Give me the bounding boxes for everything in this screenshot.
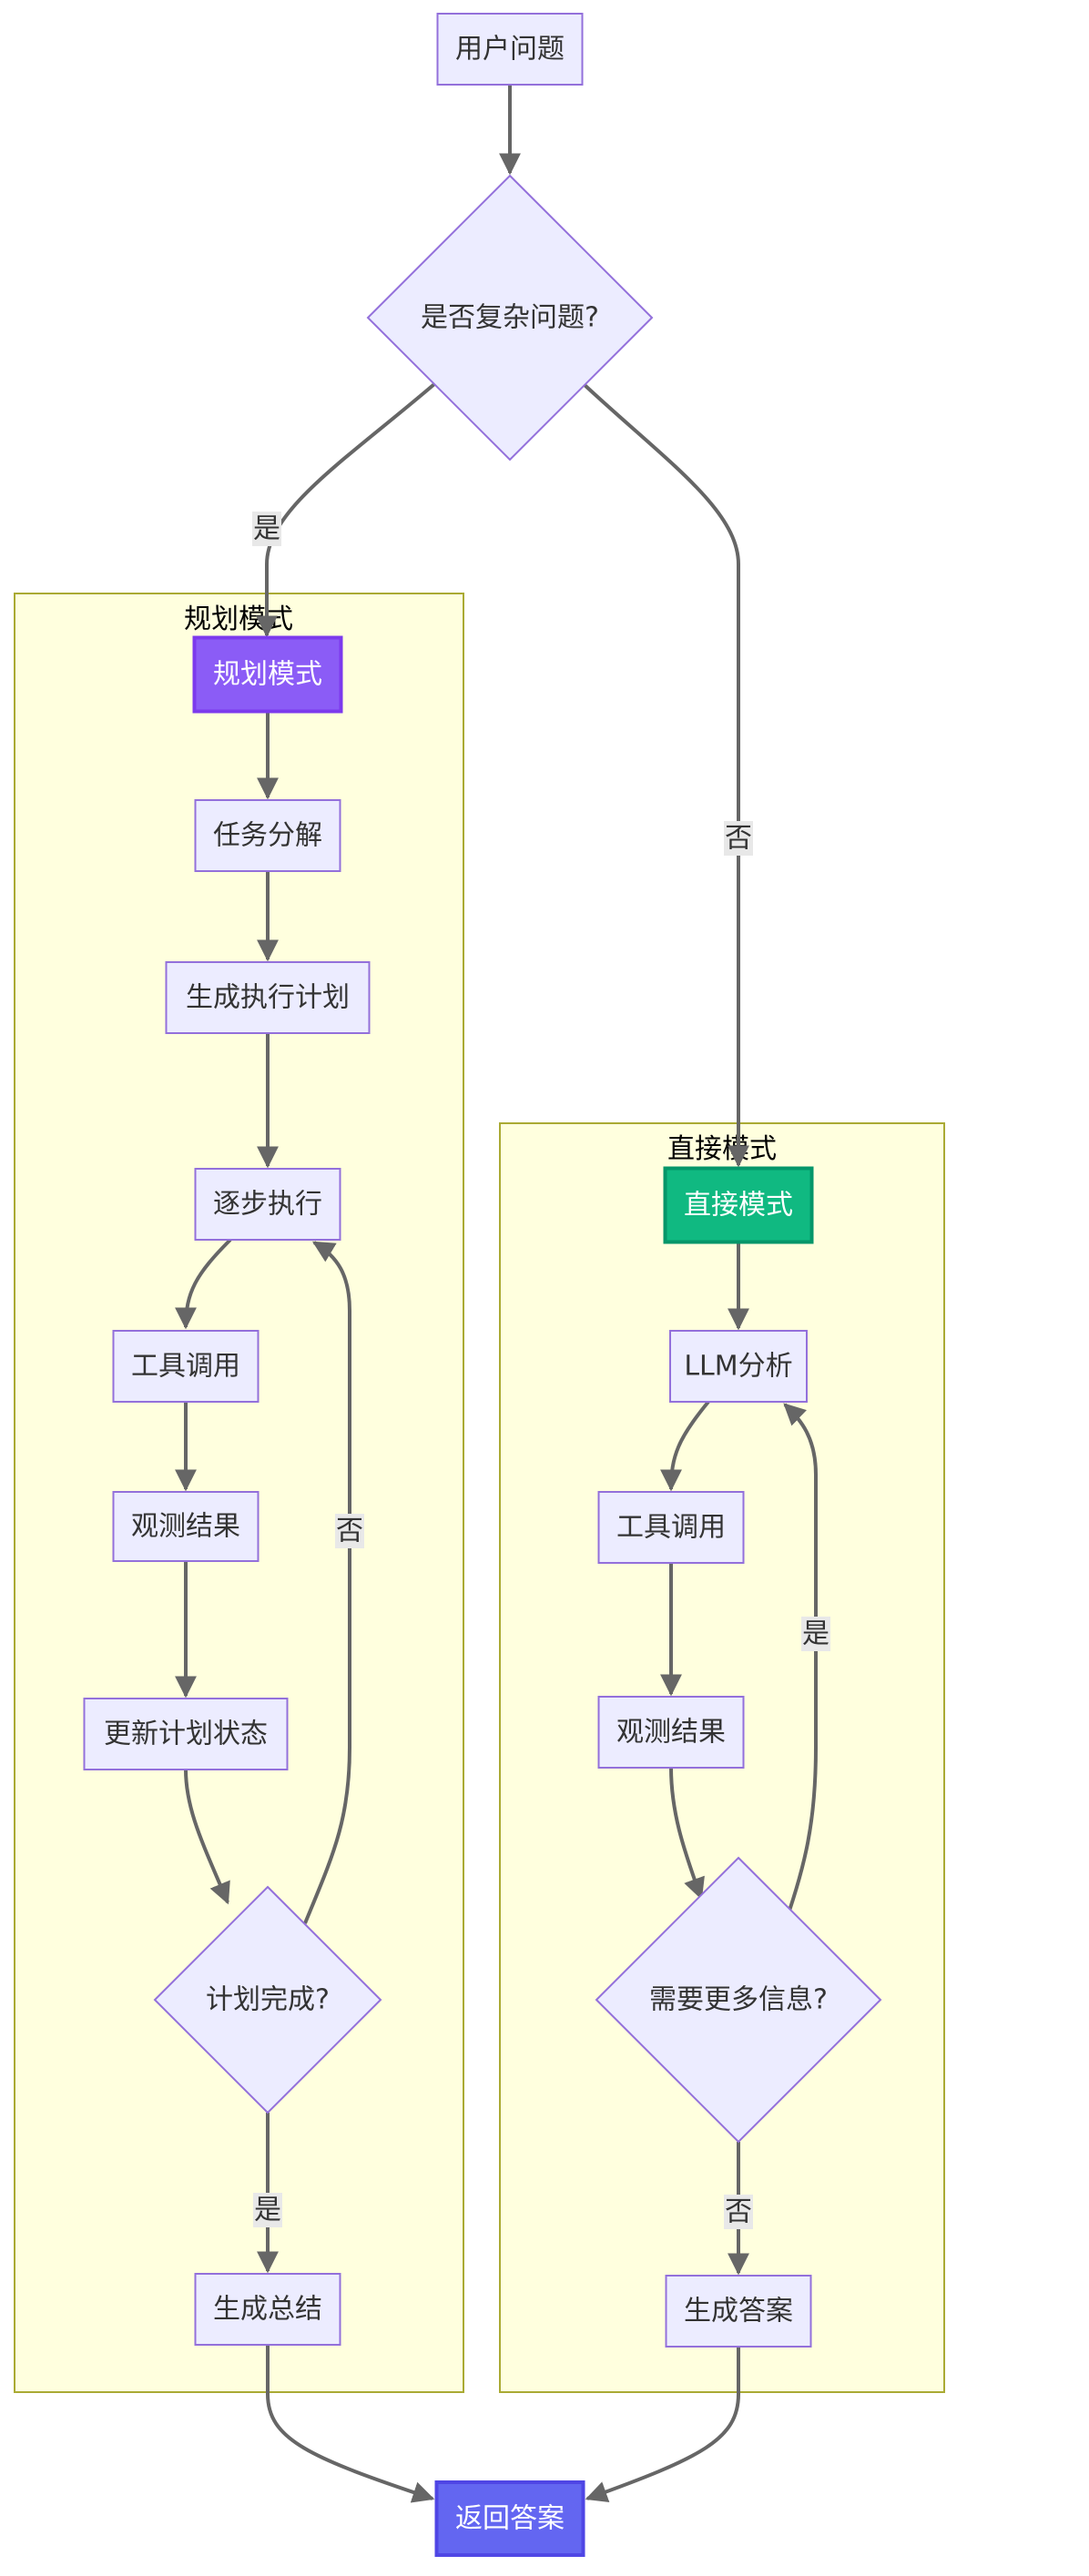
node-gen-summary[interactable]: 生成总结 — [194, 2273, 341, 2346]
edge-need_more-to-llm_analyze — [779, 1403, 818, 1935]
node-label: 更新计划状态 — [104, 1719, 268, 1750]
node-label: 是否复杂问题? — [421, 302, 599, 334]
edge-label-background — [335, 1514, 364, 1548]
node-shape — [434, 2480, 585, 2557]
node-label: 生成执行计划 — [186, 982, 350, 1014]
edge-label-background — [724, 2195, 753, 2229]
edge-plan_done-to-step_exec — [303, 1241, 351, 1924]
node-shape — [83, 1698, 289, 1770]
edge-label-is_complex-to-planning_mode: 是 — [253, 513, 280, 545]
node-label: LLM分析 — [684, 1351, 792, 1383]
node-label: 生成总结 — [213, 2294, 322, 2326]
node-plan-done[interactable]: 计划完成? — [153, 1885, 382, 2115]
node-direct-mode[interactable]: 直接模式 — [663, 1166, 814, 1244]
edge-label-background — [252, 512, 281, 546]
edge-update_plan-to-plan_done — [184, 1769, 230, 1905]
node-llm-analyze[interactable]: LLM分析 — [669, 1330, 808, 1403]
node-step-exec[interactable]: 逐步执行 — [194, 1168, 341, 1241]
node-observe-p[interactable]: 观测结果 — [112, 1491, 260, 1562]
edge-label-is_complex-to-direct_mode: 否 — [725, 823, 752, 855]
node-user-question[interactable]: 用户问题 — [436, 13, 584, 86]
node-shape — [112, 1330, 260, 1403]
edge-label-plan_done-to-step_exec: 否 — [336, 1516, 363, 1547]
edge-label-need_more-to-gen_answer: 否 — [725, 2196, 752, 2228]
node-shape — [194, 2273, 341, 2346]
node-gen-answer[interactable]: 生成答案 — [665, 2275, 812, 2348]
node-shape — [366, 174, 654, 461]
node-shape — [597, 1696, 745, 1769]
node-planning-mode[interactable]: 规划模式 — [192, 635, 343, 714]
node-need-more[interactable]: 需要更多信息? — [595, 1856, 882, 2144]
node-label: 任务分解 — [213, 820, 322, 852]
node-update-plan[interactable]: 更新计划状态 — [83, 1698, 289, 1770]
nodes: 用户问题是否复杂问题?规划模式任务分解生成执行计划逐步执行工具调用观测结果更新计… — [83, 13, 882, 2557]
edge-gen_answer-to-return_answer — [585, 2348, 740, 2502]
node-shape — [112, 1491, 260, 1562]
node-shape — [192, 635, 343, 714]
edge-label-background — [801, 1617, 830, 1651]
node-label: 需要更多信息? — [649, 1984, 828, 2016]
node-shape — [597, 1491, 745, 1564]
edge-label-plan_done-to-gen_summary: 是 — [254, 2195, 281, 2226]
node-shape — [669, 1330, 808, 1403]
node-label: 观测结果 — [131, 1511, 240, 1543]
edge-label-background — [724, 821, 753, 856]
edge-gen_summary-to-return_answer — [266, 2345, 435, 2503]
subgraph-planning-title: 规划模式 — [184, 603, 293, 635]
node-return-answer[interactable]: 返回答案 — [434, 2480, 585, 2557]
node-label: 用户问题 — [455, 34, 565, 66]
node-shape — [663, 1166, 814, 1244]
node-shape — [595, 1856, 882, 2144]
edge-llm_analyze-to-tool_call_d — [660, 1400, 710, 1492]
node-observe-d[interactable]: 观测结果 — [597, 1696, 745, 1769]
node-gen-plan[interactable]: 生成执行计划 — [165, 961, 371, 1034]
edge-is_complex-to-planning_mode — [256, 382, 436, 638]
node-label: 逐步执行 — [213, 1189, 322, 1221]
edge-is_complex-to-direct_mode — [582, 382, 749, 1168]
edge-label-need_more-to-llm_analyze: 是 — [802, 1618, 829, 1650]
node-shape — [194, 1168, 341, 1241]
node-shape — [165, 961, 371, 1034]
node-shape — [436, 13, 584, 86]
node-tool-call-d[interactable]: 工具调用 — [597, 1491, 745, 1564]
node-shape — [194, 799, 341, 872]
edge-observe_d-to-need_more — [669, 1767, 705, 1901]
node-label: 观测结果 — [616, 1717, 726, 1749]
node-label: 生成答案 — [684, 2296, 793, 2328]
edge-label-background — [253, 2193, 282, 2227]
node-label: 规划模式 — [213, 659, 322, 691]
edge-step_exec-to-tool_call_p — [175, 1238, 232, 1330]
node-label: 返回答案 — [455, 2503, 565, 2535]
node-label: 直接模式 — [684, 1190, 793, 1222]
edges — [175, 85, 818, 2503]
node-shape — [153, 1885, 382, 2115]
node-label: 工具调用 — [616, 1512, 726, 1544]
node-label: 工具调用 — [131, 1351, 240, 1383]
subgraph-direct-title: 直接模式 — [667, 1133, 777, 1165]
node-task-decompose[interactable]: 任务分解 — [194, 799, 341, 872]
node-label: 计划完成? — [206, 1984, 330, 2016]
node-shape — [665, 2275, 812, 2348]
node-is-complex[interactable]: 是否复杂问题? — [366, 174, 654, 461]
node-tool-call-p[interactable]: 工具调用 — [112, 1330, 260, 1403]
